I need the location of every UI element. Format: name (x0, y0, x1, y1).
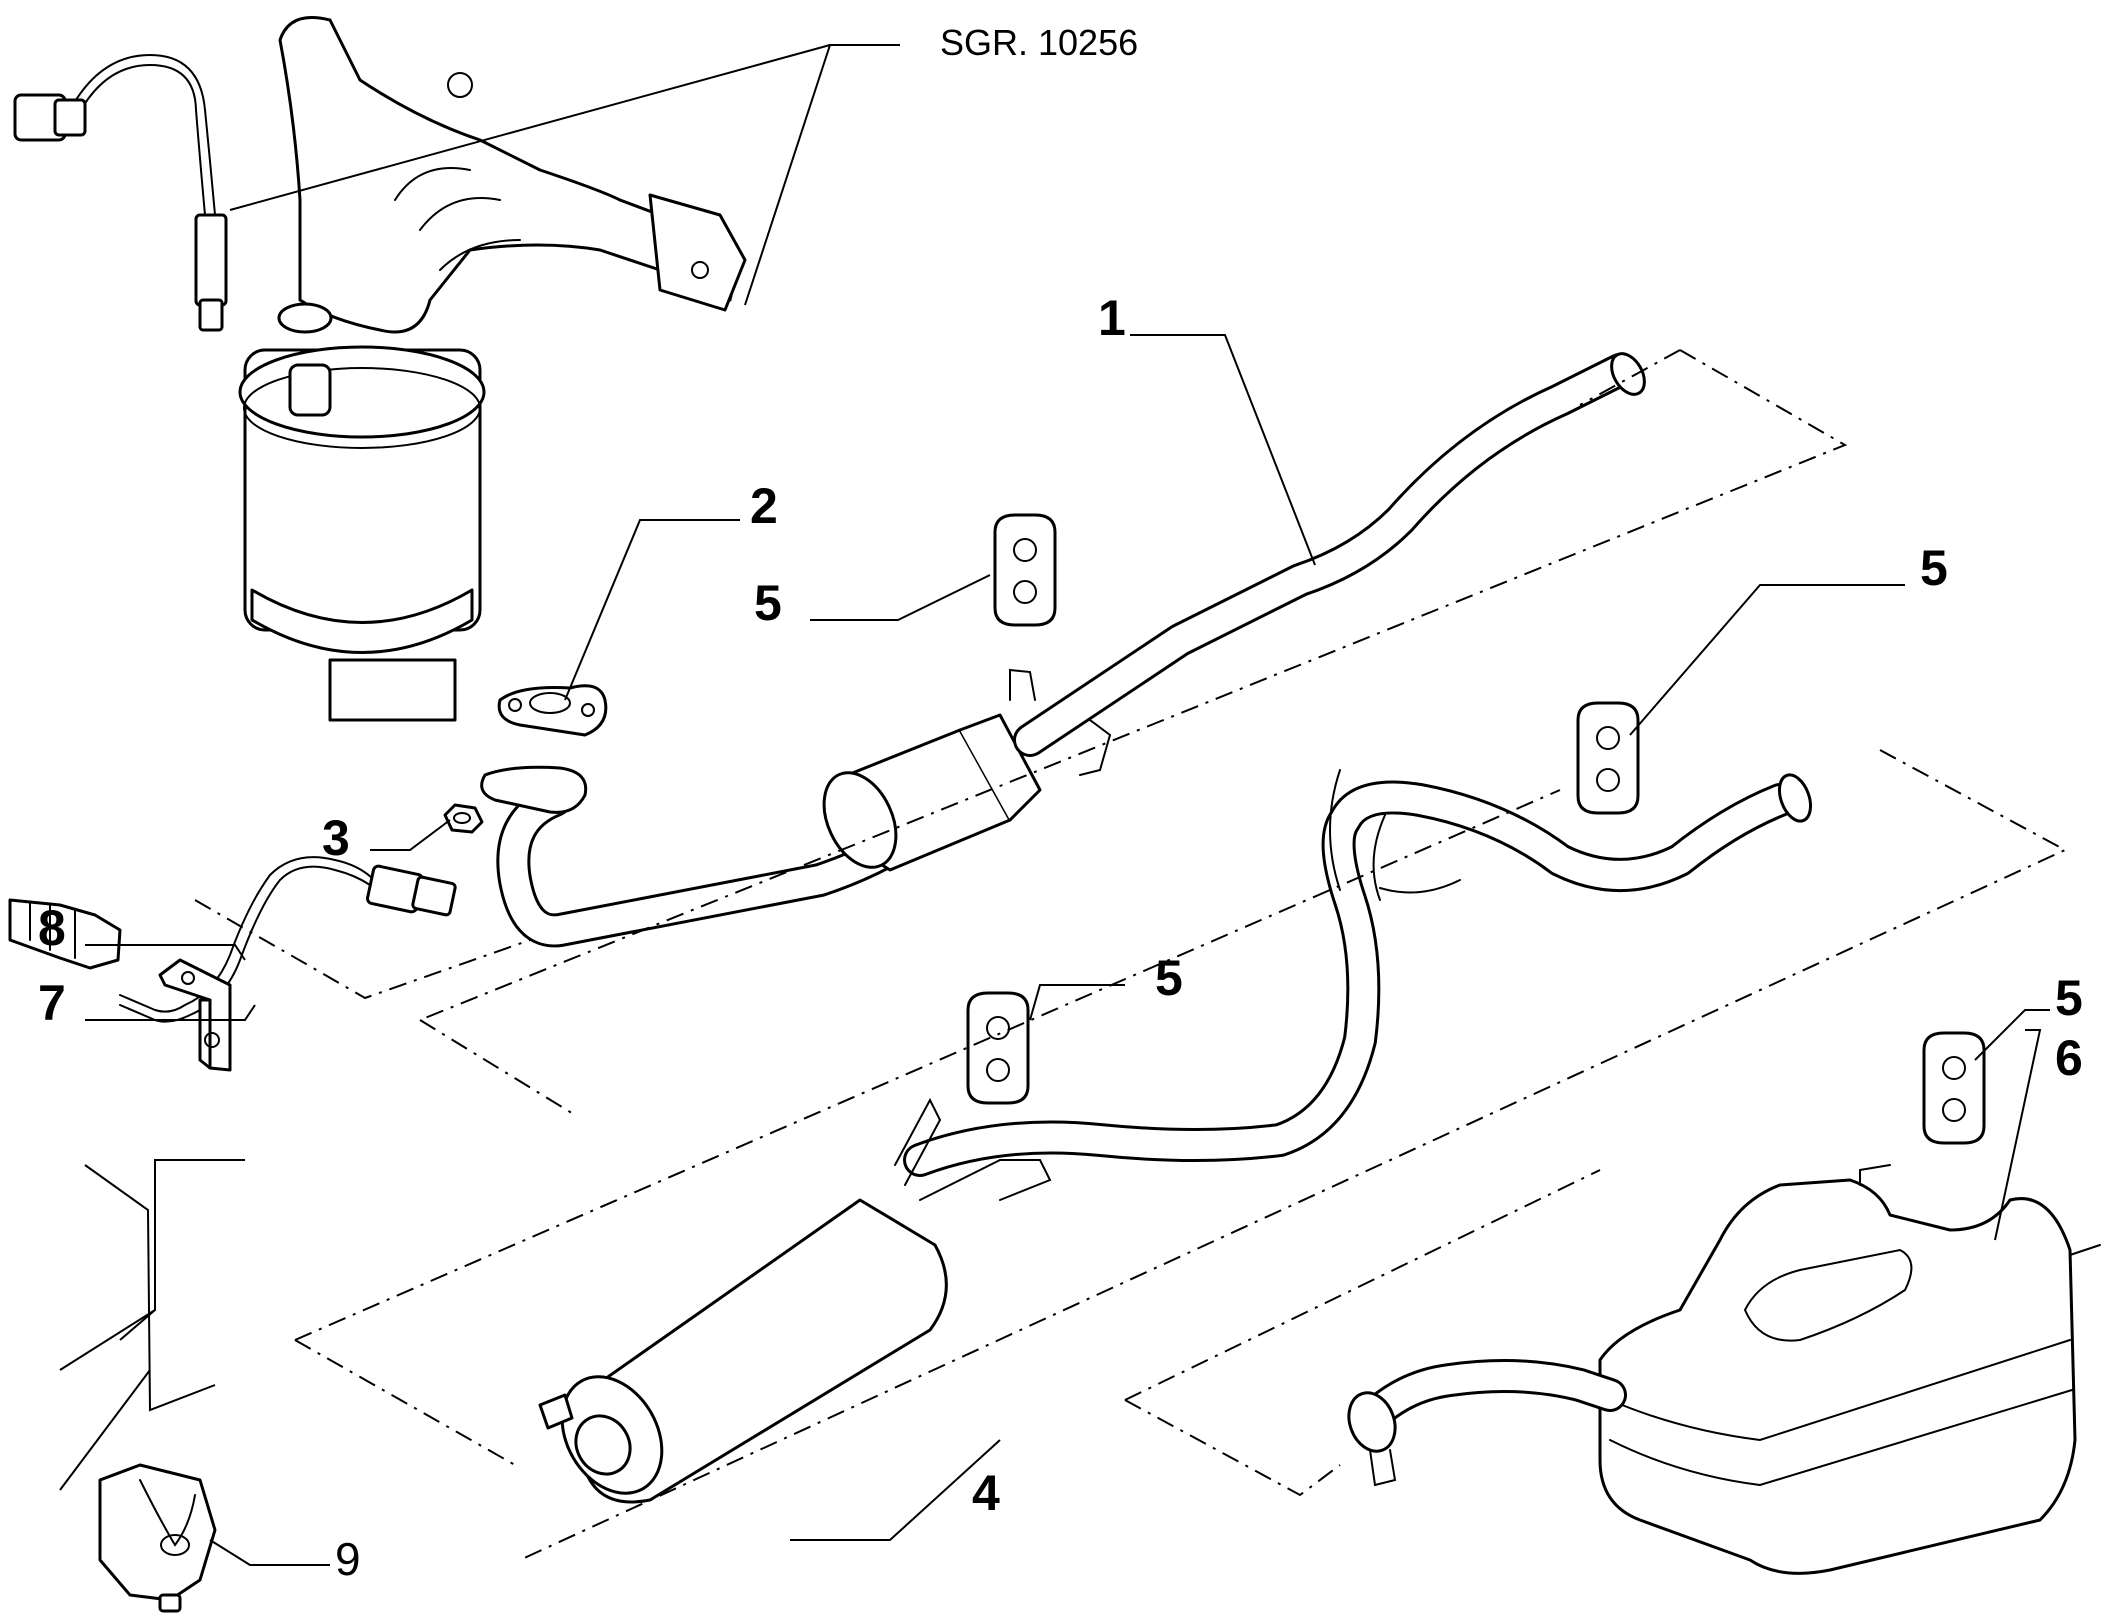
callout-4: 4 (972, 1465, 1000, 1521)
rubber-hanger-part-5c (966, 991, 1030, 1105)
nut-part-3 (443, 803, 484, 834)
callout-3: 3 (322, 810, 350, 866)
callout-8: 8 (38, 900, 66, 956)
callout-5d: 5 (2055, 970, 2083, 1026)
callout-5c: 5 (1155, 950, 1183, 1006)
bracket-part-8 (158, 958, 232, 1072)
upper-oxygen-sensor (13, 53, 228, 332)
rubber-hanger-part-5a (993, 513, 1057, 627)
callout-7: 7 (38, 975, 66, 1031)
callout-1: 1 (1098, 290, 1126, 346)
assembly-outline-middle (294, 749, 2068, 1561)
assembly-outline-upper (194, 349, 1848, 1116)
front-pipe-part-1 (480, 352, 1646, 948)
callout-5a: 5 (754, 575, 782, 631)
catalog-code-label: SGR. 10256 (940, 22, 1138, 63)
exhaust-manifold-catalyst (238, 16, 747, 722)
clip-part-9 (98, 1463, 217, 1613)
rear-muffler-part-6 (1347, 1164, 2101, 1575)
center-pipe-muffler-part-4 (538, 769, 1813, 1504)
rubber-hanger-part-5d (1922, 1031, 1986, 1145)
callout-9: 9 (335, 1533, 361, 1585)
callout-2: 2 (750, 478, 778, 534)
callout-labels: SGR. 10256 1 2 3 4 5 5 5 5 6 7 8 9 (38, 22, 2083, 1585)
callout-6: 6 (2055, 1030, 2083, 1086)
assembly-outline-lower (1124, 1169, 1601, 1497)
callout-5b: 5 (1920, 540, 1948, 596)
gasket-part-2 (497, 684, 608, 737)
lower-oxygen-sensor-part-7 (8, 856, 457, 1023)
leader-lines (59, 44, 2050, 1566)
rubber-hanger-part-5b (1576, 701, 1640, 815)
